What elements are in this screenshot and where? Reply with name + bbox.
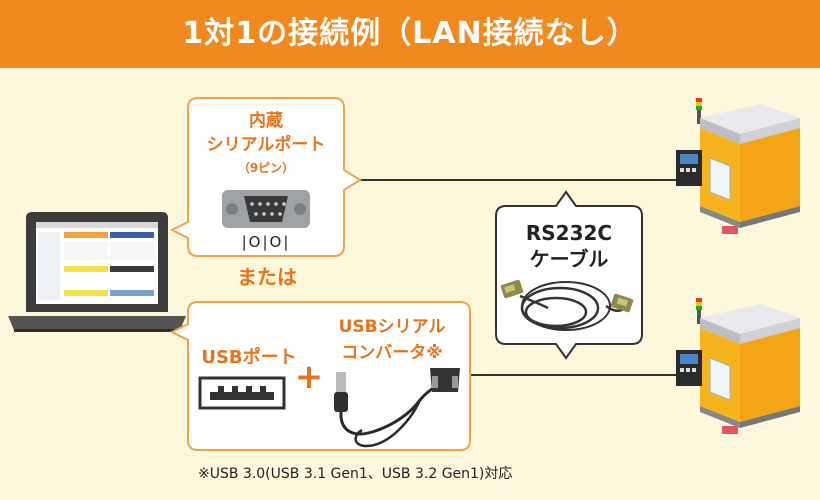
db9-connector-icon [222, 190, 310, 228]
cable-label-2: ケーブル [529, 247, 609, 271]
builtin-port-label-1: 内蔵 [249, 111, 283, 131]
builtin-port-label-3: （9ピン） [237, 161, 295, 175]
cable-bubble [495, 190, 643, 360]
connection-diagram [8, 97, 800, 451]
converter-label-1: USBシリアル [338, 317, 446, 337]
usb-port-label: USBポート [201, 347, 297, 368]
cable-label-1: RS232C [525, 221, 613, 245]
machine-icon-top [676, 98, 800, 234]
builtin-port-label-2: シリアルポート [206, 135, 326, 155]
laptop-icon [8, 212, 186, 332]
usb-port-icon [198, 376, 286, 410]
machine-icon-bottom [676, 298, 800, 434]
builtin-port-bubble [169, 97, 362, 257]
page-title: 1対1の接続例（LAN接続なし） [182, 16, 638, 51]
converter-label-2: コンバータ※ [341, 343, 443, 363]
or-text: または [237, 265, 297, 289]
usb-serial-converter-icon [334, 368, 460, 448]
footnote: ※USB 3.0(USB 3.1 Gen1、USB 3.2 Gen1)対応 [198, 466, 513, 482]
rs232c-cable-icon [500, 279, 634, 331]
title-banner [0, 0, 820, 68]
pin-symbol: |O|O| [241, 233, 291, 251]
plus-sign: + [294, 357, 324, 397]
usb-bubble [169, 301, 471, 451]
